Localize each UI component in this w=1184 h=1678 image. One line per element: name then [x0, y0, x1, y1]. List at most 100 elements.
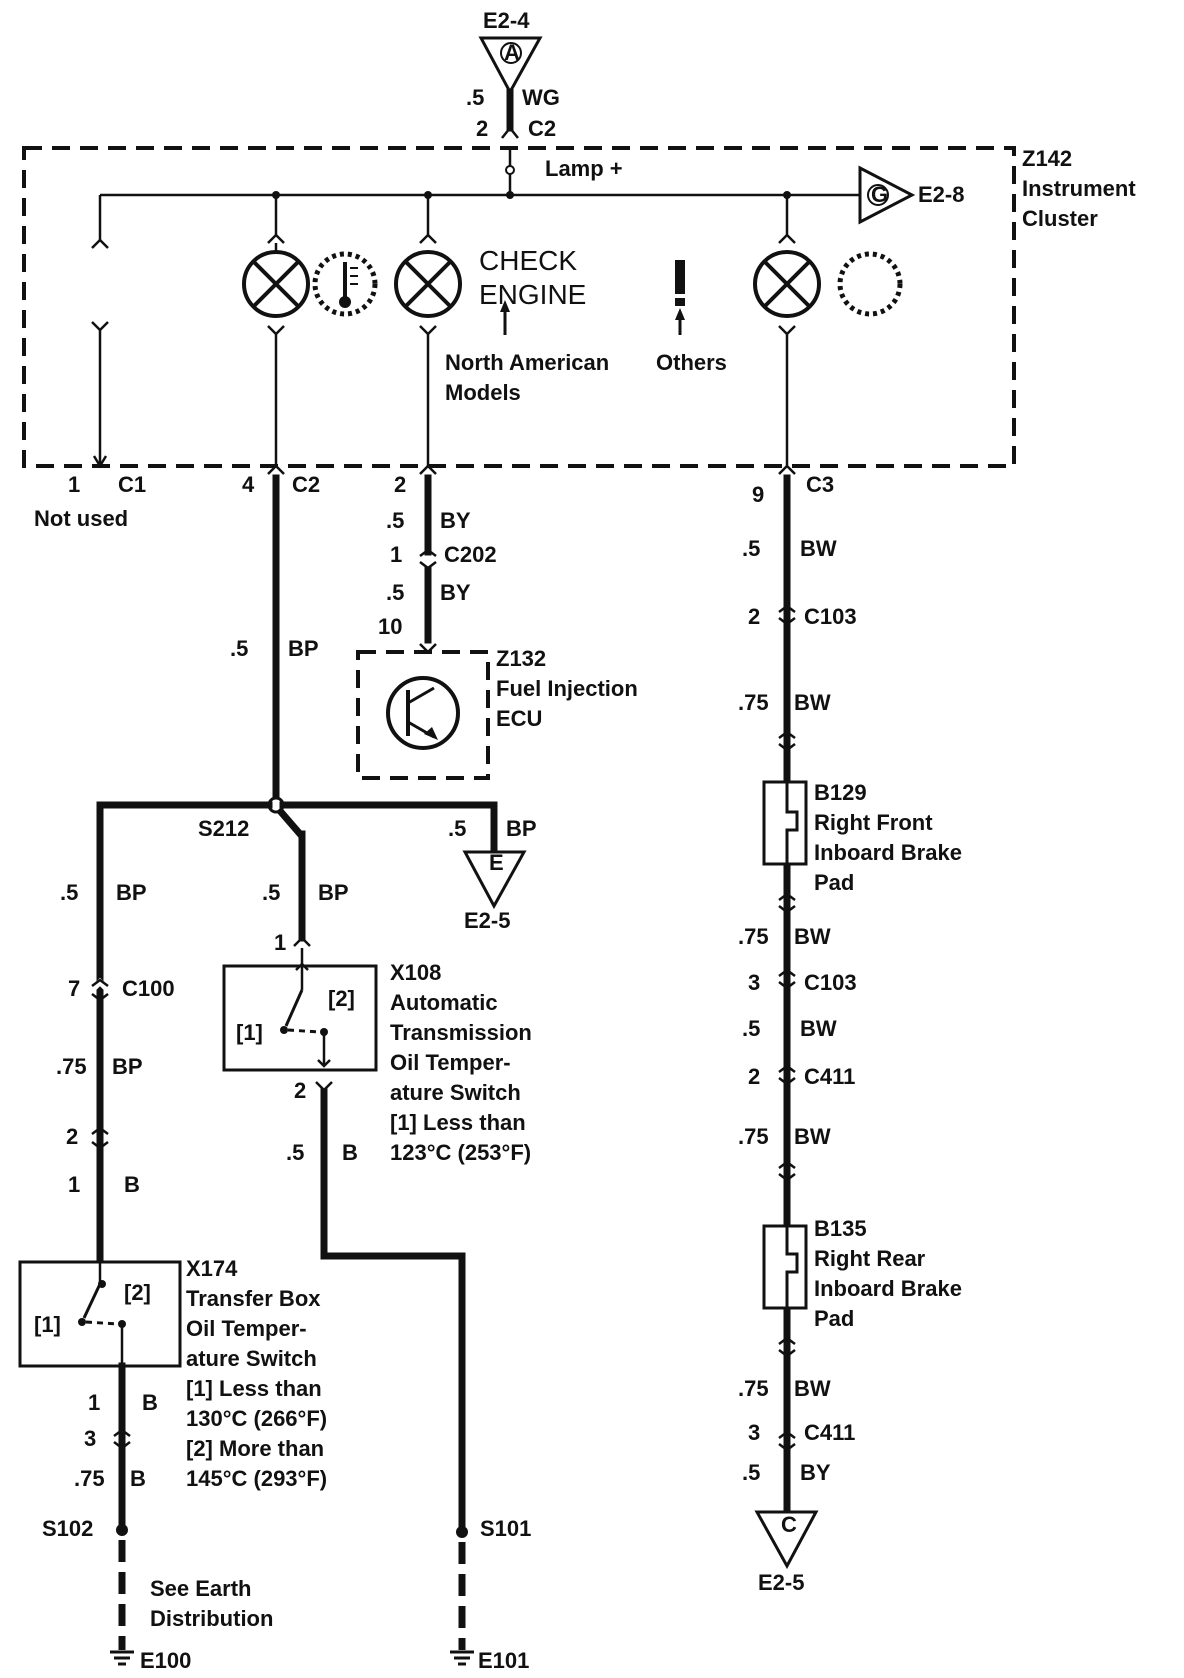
pin-10: 10 [378, 614, 402, 639]
cluster-id: Z142 [1022, 146, 1072, 171]
pin-c100: 7 [68, 976, 80, 1001]
x108-line6: 123°C (253°F) [390, 1140, 531, 1165]
x108-line1: Automatic [390, 990, 498, 1015]
exclamation-icon [675, 260, 685, 306]
x174-id: X174 [186, 1256, 238, 1281]
ref-e2-8: E2-8 [918, 182, 964, 207]
tri-g-label: G [871, 182, 888, 207]
conn-c103b: C103 [804, 970, 857, 995]
tri-c-label: C [781, 1512, 797, 1537]
x108-switch-box [222, 964, 378, 1072]
pin-2: 2 [394, 472, 406, 497]
bulb-check-engine [394, 250, 462, 318]
brake-pad-warning-icon [837, 251, 903, 317]
b129-line2: Inboard Brake [814, 840, 962, 865]
size-by1: .5 [386, 508, 404, 533]
color-bp75: BP [112, 1054, 143, 1079]
instrument-cluster-box [22, 146, 1016, 468]
pin-1: 1 [68, 472, 80, 497]
splice-s212-label: S212 [198, 816, 249, 841]
connector-e-triangle [462, 850, 527, 910]
cluster-name-1: Instrument [1022, 176, 1136, 201]
cluster-name-2: Cluster [1022, 206, 1098, 231]
transistor-icon [386, 676, 460, 750]
na-models-2: Models [445, 380, 521, 405]
b135-line1: Right Rear [814, 1246, 926, 1271]
pin-2b: 2 [66, 1124, 78, 1149]
x108-id: X108 [390, 960, 441, 985]
conn-c202: C202 [444, 542, 497, 567]
x108-line5: [1] Less than [390, 1110, 526, 1135]
pin-c2-top [501, 125, 519, 139]
size-bw4: .5 [742, 1016, 760, 1041]
splice-s102-label: S102 [42, 1516, 93, 1541]
color-bw3: BW [794, 924, 831, 949]
pin-3: 3 [84, 1426, 96, 1451]
size-bw3: .75 [738, 924, 769, 949]
conn-c411b: C411 [804, 1420, 855, 1445]
color-by1: BY [440, 508, 471, 533]
x174-color: B [142, 1390, 158, 1415]
top-size: .5 [466, 85, 484, 110]
color-bp-e: BP [506, 816, 537, 841]
not-used-label: Not used [34, 506, 128, 531]
color-bw6: BW [794, 1376, 831, 1401]
size-bp-left: .5 [60, 880, 78, 905]
ecu-box [356, 650, 490, 780]
splice-s101-label: S101 [480, 1516, 531, 1541]
connector-g-triangle [858, 165, 916, 225]
pin-4: 4 [242, 472, 255, 497]
pin-c411a: 2 [748, 1064, 760, 1089]
x174-line2: Oil Temper- [186, 1316, 307, 1341]
color-bw5: BW [794, 1124, 831, 1149]
bulb-lamp-3 [753, 250, 821, 318]
color-b1: B [124, 1172, 140, 1197]
tri-a-label: A [504, 40, 520, 65]
size-bp75: .75 [56, 1054, 87, 1079]
conn-c100: C100 [122, 976, 175, 1001]
b129-id: B129 [814, 780, 867, 805]
x108-pin2: 2 [294, 1078, 306, 1103]
tri-e-label: E [489, 850, 504, 875]
connector-a-triangle [478, 36, 543, 96]
size-by: .5 [742, 1460, 760, 1485]
ground-e101-icon [450, 1650, 474, 1666]
size-bp-main: .5 [230, 636, 248, 661]
na-models-1: North American [445, 350, 609, 375]
lamp-label: Lamp + [545, 156, 623, 181]
x174-line7: 145°C (293°F) [186, 1466, 327, 1491]
color-by: BY [800, 1460, 831, 1485]
size-bp-e: .5 [448, 816, 466, 841]
ground-e101-label: E101 [478, 1648, 529, 1673]
pin-1b: 1 [68, 1172, 80, 1197]
color-by2: BY [440, 580, 471, 605]
x174-line4: [1] Less than [186, 1376, 322, 1401]
conn-c2: C2 [292, 472, 320, 497]
size-b5: .5 [286, 1140, 304, 1165]
x174-line3: ature Switch [186, 1346, 317, 1371]
color-bw4: BW [800, 1016, 837, 1041]
splice-s102 [116, 1524, 128, 1536]
x108-line4: ature Switch [390, 1080, 521, 1105]
x108-state1: [1] [236, 1020, 263, 1045]
color-b5: B [342, 1140, 358, 1165]
connector-node [505, 165, 515, 175]
conn-c3: C3 [806, 472, 834, 497]
size-bw2: .75 [738, 690, 769, 715]
x108-line2: Transmission [390, 1020, 532, 1045]
color-bp-main: BP [288, 636, 319, 661]
x108-state2: [2] [328, 986, 355, 1011]
ref-e2-4: E2-4 [483, 8, 530, 33]
pin-c103b: 3 [748, 970, 760, 995]
pin-c202: 1 [390, 542, 402, 567]
conn-c1: C1 [118, 472, 146, 497]
top-pin: 2 [476, 116, 488, 141]
connector-g-circle [867, 184, 889, 206]
size-bw6: .75 [738, 1376, 769, 1401]
size-b75: .75 [74, 1466, 105, 1491]
top-color: WG [522, 85, 560, 110]
x108-line3: Oil Temper- [390, 1050, 511, 1075]
x174-state1: [1] [34, 1312, 61, 1337]
